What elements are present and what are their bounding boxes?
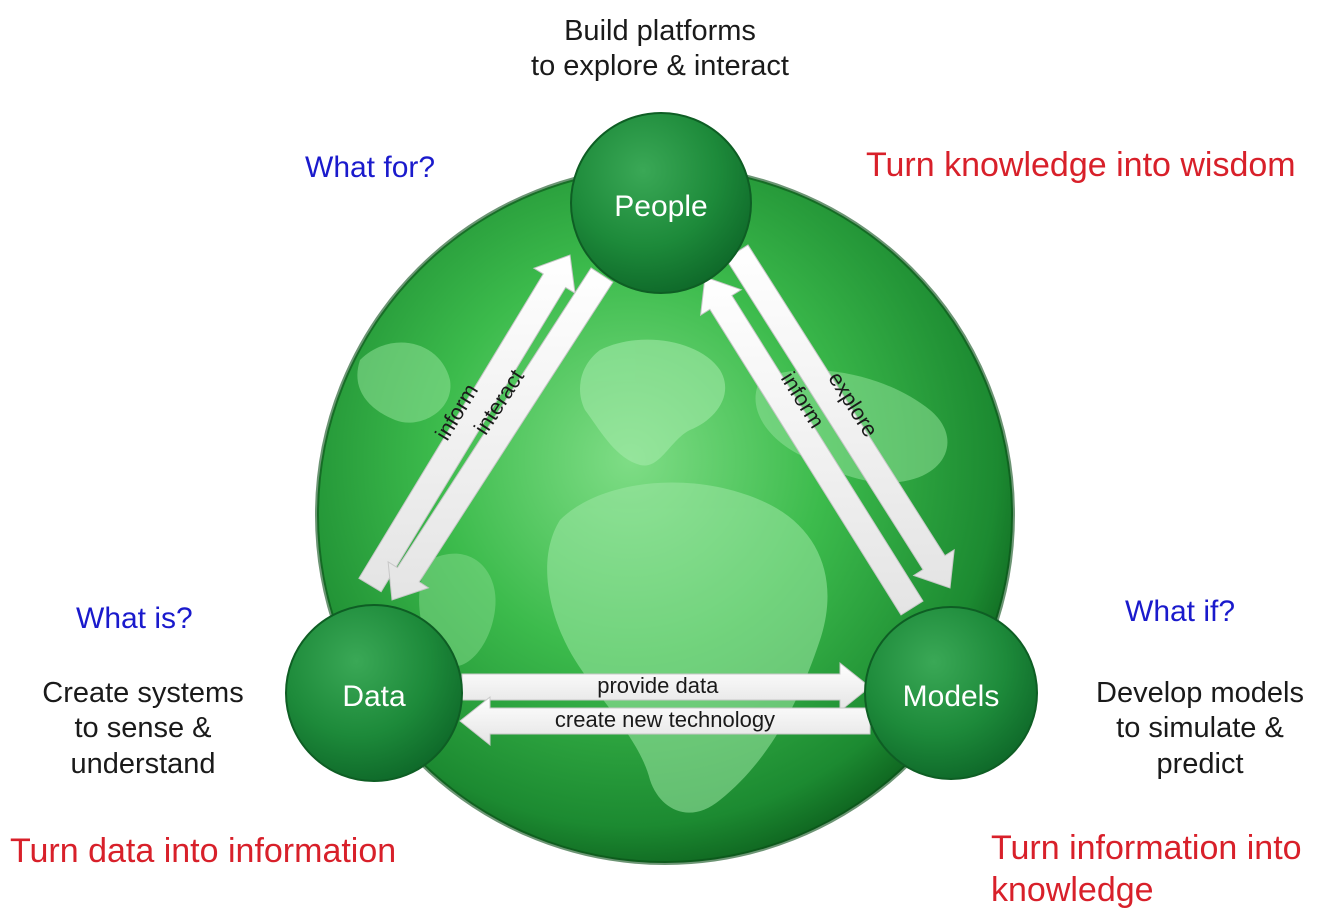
- arrow-data-to-models-label: provide data: [597, 673, 719, 698]
- arrow-models-to-people-shape: [699, 276, 924, 616]
- arrow-models-to-data: create new technology: [459, 695, 871, 747]
- data-caption: Create systems to sense & understand: [20, 676, 266, 782]
- models-caption-line3: predict: [1156, 747, 1244, 780]
- motto-models-line2: knowledge: [991, 871, 1154, 909]
- data-caption-line1: Create systems: [42, 677, 244, 709]
- motto-data: Turn data into information: [10, 832, 397, 870]
- node-people[interactable]: People: [570, 112, 752, 294]
- data-caption-line3: understand: [70, 747, 216, 780]
- question-models: What if?: [1125, 595, 1236, 628]
- motto-models-line1: Turn information into: [991, 829, 1302, 867]
- people-caption: Build platforms to explore & interact: [500, 14, 820, 85]
- motto-people: Turn knowledge into wisdom: [866, 146, 1296, 184]
- arrow-models-to-data-shape: [459, 695, 871, 747]
- arrow-data-to-people-shape: [358, 254, 576, 593]
- arrow-data-to-models: provide data: [461, 661, 871, 713]
- question-data: What is?: [76, 602, 193, 635]
- node-data-label: Data: [342, 680, 406, 713]
- models-caption: Develop models to simulate & predict: [1072, 676, 1328, 782]
- arrow-people-to-models-shape: [725, 244, 955, 589]
- arrow-people-to-data-shape: [387, 267, 614, 601]
- models-caption-line2: to simulate &: [1116, 712, 1284, 745]
- node-data[interactable]: Data: [285, 604, 463, 782]
- arrow-models-to-data-label: create new technology: [555, 707, 775, 732]
- people-caption-line2: to explore & interact: [531, 50, 789, 83]
- data-caption-line2: to sense &: [74, 712, 212, 745]
- node-people-label: People: [614, 190, 707, 223]
- node-models[interactable]: Models: [864, 606, 1038, 780]
- question-people: What for?: [305, 151, 436, 184]
- models-caption-line1: Develop models: [1096, 677, 1304, 709]
- people-caption-line1: Build platforms: [564, 15, 756, 47]
- node-models-label: Models: [903, 680, 1000, 713]
- arrow-data-to-models-shape: [461, 661, 871, 713]
